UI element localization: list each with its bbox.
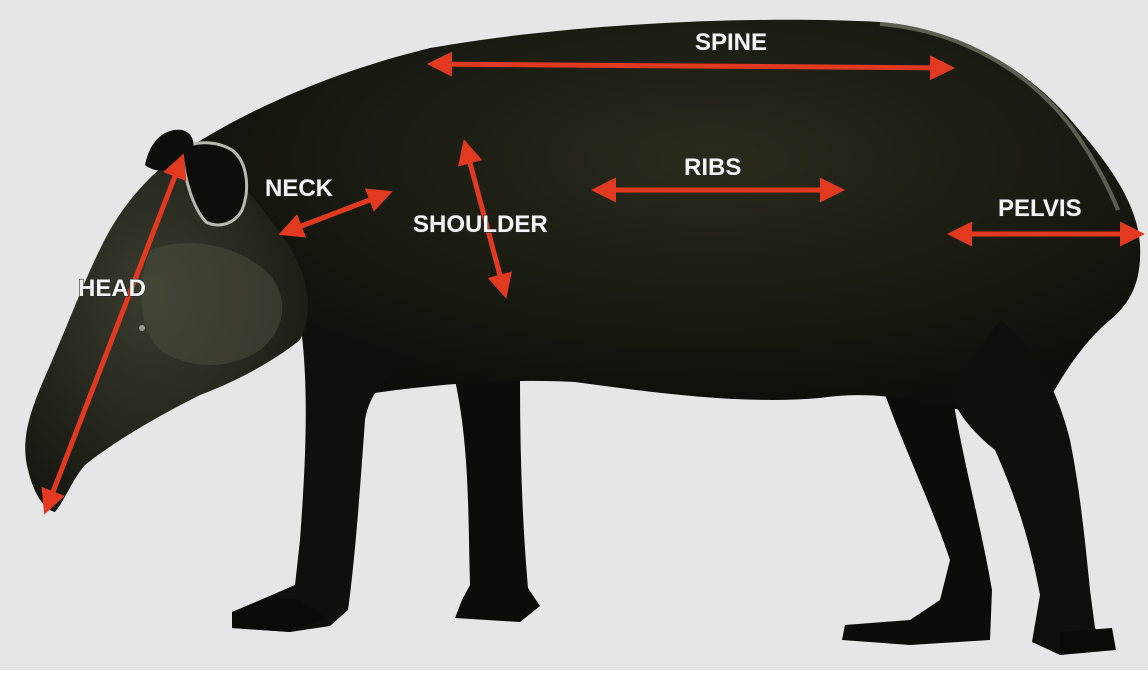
tapir-silhouette <box>25 20 1140 655</box>
label-pelvis: PELVIS <box>998 195 1082 222</box>
tapir-eye <box>139 325 145 331</box>
far-front-leg <box>455 380 540 622</box>
label-spine: SPINE <box>695 29 767 56</box>
hind-hoof <box>1060 628 1116 655</box>
label-ribs: RIBS <box>684 154 741 181</box>
label-shoulder: SHOULDER <box>413 211 548 238</box>
label-neck: NECK <box>265 175 334 202</box>
label-head: HEAD <box>78 275 146 302</box>
near-front-leg <box>232 320 420 632</box>
